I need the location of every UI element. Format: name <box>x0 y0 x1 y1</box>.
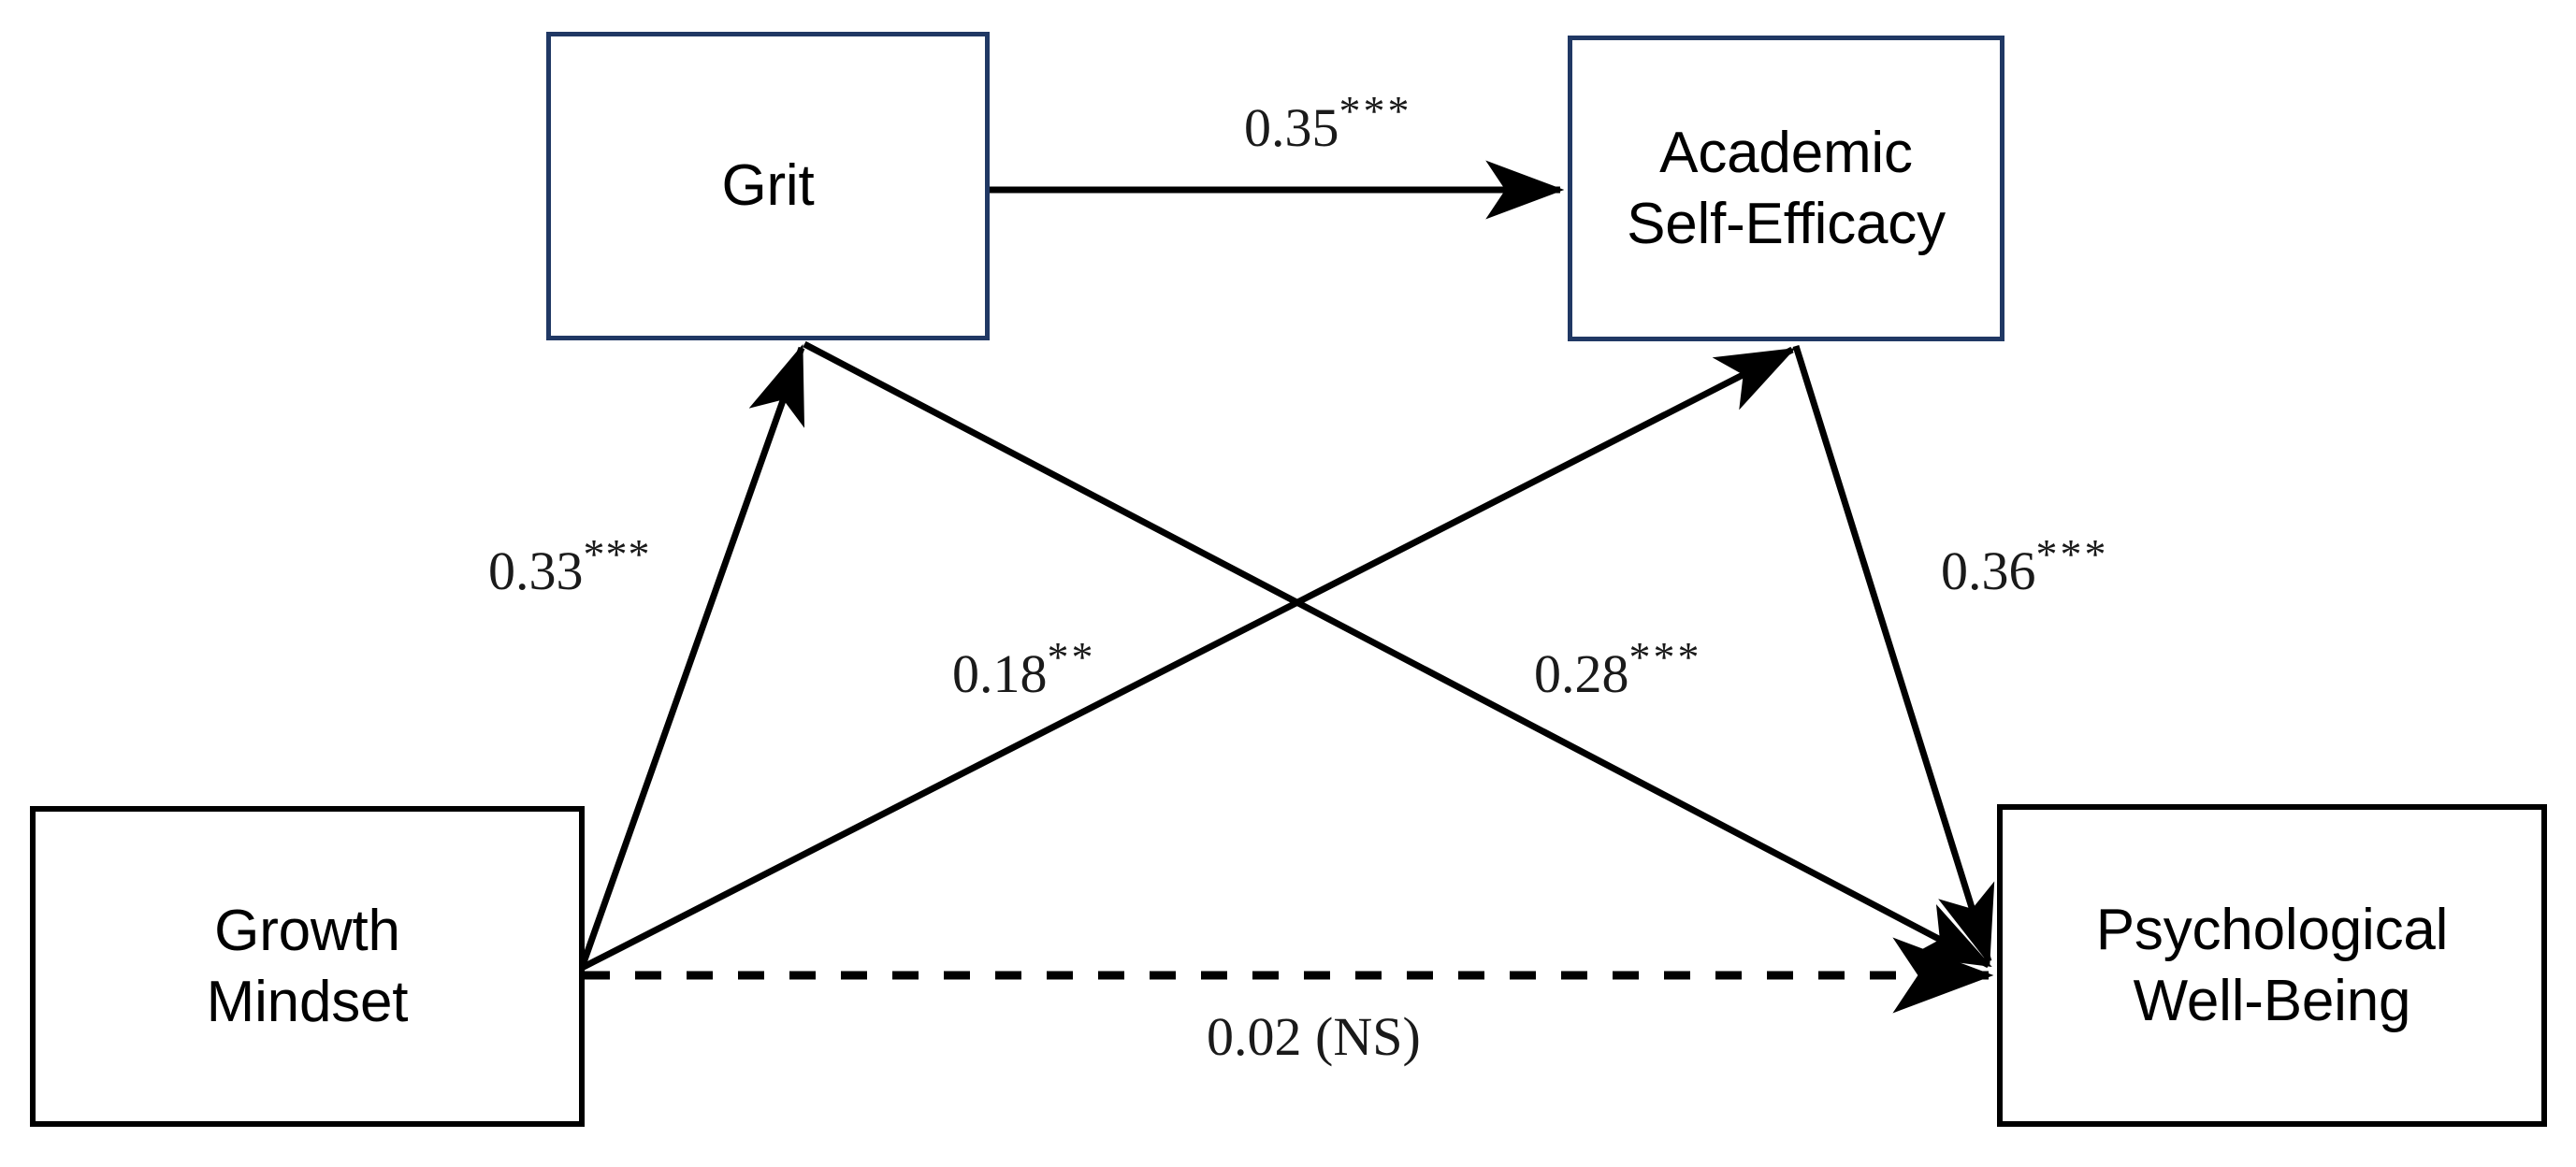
node-growth-mindset-label: Growth Mindset <box>206 898 409 1034</box>
path-label-grit-to-ase: 0.35*** <box>1244 90 1412 155</box>
path-label-grit-to-pwb-stars: *** <box>1628 633 1702 681</box>
path-label-ase-to-pwb-value: 0.36 <box>1941 540 2036 601</box>
path-arrow-gm-to-grit <box>578 344 805 970</box>
path-label-ase-to-pwb: 0.36*** <box>1941 533 2109 598</box>
path-label-grit-to-pwb: 0.28*** <box>1534 636 1702 701</box>
path-label-gm-to-grit: 0.33*** <box>488 533 651 598</box>
path-label-gm-to-ase-value: 0.18 <box>952 643 1048 704</box>
node-academic-self-efficacy-label: Academic Self-Efficacy <box>1627 120 1946 256</box>
path-label-gm-to-grit-value: 0.33 <box>488 540 584 601</box>
path-label-gm-to-ase: 0.18** <box>952 636 1096 701</box>
node-grit[interactable]: Grit <box>546 32 990 340</box>
path-label-grit-to-pwb-value: 0.28 <box>1534 643 1629 704</box>
path-label-grit-to-ase-stars: *** <box>1339 87 1412 135</box>
path-label-ase-to-pwb-stars: *** <box>2035 530 2109 578</box>
node-academic-self-efficacy[interactable]: Academic Self-Efficacy <box>1568 36 2004 341</box>
node-psychological-well-being-label: Psychological Well-Being <box>2095 897 2449 1033</box>
node-growth-mindset[interactable]: Growth Mindset <box>30 806 585 1127</box>
path-label-grit-to-ase-value: 0.35 <box>1244 97 1339 158</box>
path-label-gm-to-ase-stars: ** <box>1047 633 1096 681</box>
path-arrow-ase-to-pwb <box>1792 344 1995 966</box>
path-arrow-gm-to-ase <box>580 346 1796 972</box>
node-grit-label: Grit <box>721 153 815 219</box>
path-label-gm-to-grit-stars: *** <box>583 530 651 578</box>
node-psychological-well-being[interactable]: Psychological Well-Being <box>1997 804 2547 1127</box>
path-arrow-grit-to-pwb <box>803 340 1992 969</box>
path-label-gm-to-pwb: 0.02 (NS) <box>1207 1006 1421 1067</box>
